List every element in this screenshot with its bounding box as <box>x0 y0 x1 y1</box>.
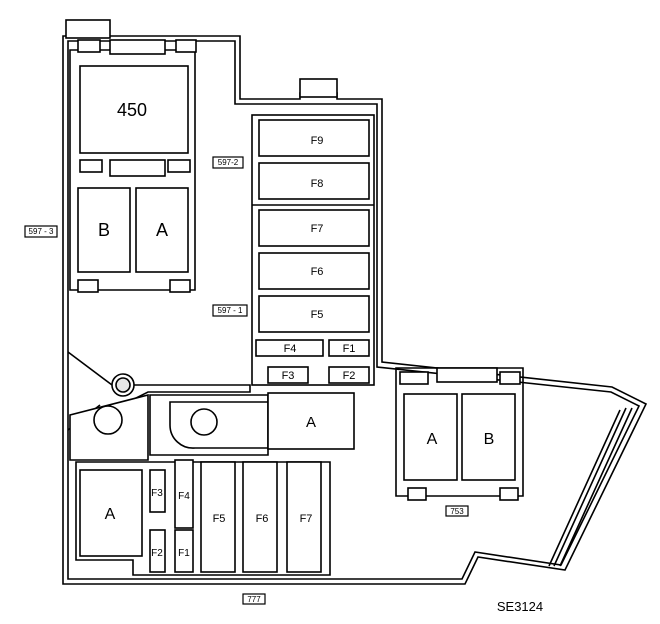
reference-tags: 597 - 3 597-2 597 - 1 753 777 <box>24 156 469 605</box>
label-fuse-f8: F8 <box>311 178 324 190</box>
label-bottom-f3: F3 <box>151 488 163 499</box>
label-fuse-f6: F6 <box>311 266 324 278</box>
tag-597-2: 597-2 <box>218 158 239 167</box>
relay-450 <box>79 65 189 154</box>
tag-597-3: 597 - 3 <box>29 227 54 236</box>
label-fuse-f3: F3 <box>282 370 295 382</box>
label-relay-center-a: A <box>306 414 316 431</box>
label-fuse-f5: F5 <box>311 309 324 321</box>
center-fuse-block <box>251 114 375 386</box>
relay-right-b <box>461 393 516 481</box>
stud-small <box>93 405 123 435</box>
component-labels: 450 B A F9 F8 F7 F6 F5 F4 F1 F3 F2 A A B… <box>98 100 494 559</box>
label-fuse-f1: F1 <box>343 343 356 355</box>
label-relay-450: 450 <box>117 100 147 120</box>
stud-large <box>190 408 218 436</box>
label-relay-right-a: A <box>427 431 438 448</box>
tag-753: 753 <box>450 507 464 516</box>
label-relay-bottom-a: A <box>105 506 116 523</box>
housing-outline <box>62 19 648 585</box>
label-bottom-f7: F7 <box>300 513 313 525</box>
relay-right-a <box>403 393 458 481</box>
label-relay-right-b: B <box>484 431 495 448</box>
label-relay-left-a: A <box>156 220 168 240</box>
relay-left-b <box>77 187 131 273</box>
label-fuse-f9: F9 <box>311 135 324 147</box>
label-fuse-f2: F2 <box>343 370 356 382</box>
label-bottom-f2: F2 <box>151 548 163 559</box>
stud-terminal-area <box>67 351 355 461</box>
tag-597-1: 597 - 1 <box>218 306 243 315</box>
right-relay-module <box>395 367 524 501</box>
label-relay-left-b: B <box>98 220 110 240</box>
label-fuse-f4: F4 <box>284 343 297 355</box>
label-bottom-f4: F4 <box>178 491 190 502</box>
relay-left-a <box>135 187 189 273</box>
label-bottom-f1: F1 <box>178 548 190 559</box>
label-fuse-f7: F7 <box>311 223 324 235</box>
tag-777: 777 <box>247 595 261 604</box>
label-bottom-f6: F6 <box>256 513 269 525</box>
reference-code: SE3124 <box>497 599 543 614</box>
label-bottom-f5: F5 <box>213 513 226 525</box>
lower-fuse-block <box>75 459 331 576</box>
relay-bottom-a <box>79 469 143 557</box>
relay-center-a <box>267 392 355 450</box>
upper-left-relay-module <box>69 39 197 293</box>
